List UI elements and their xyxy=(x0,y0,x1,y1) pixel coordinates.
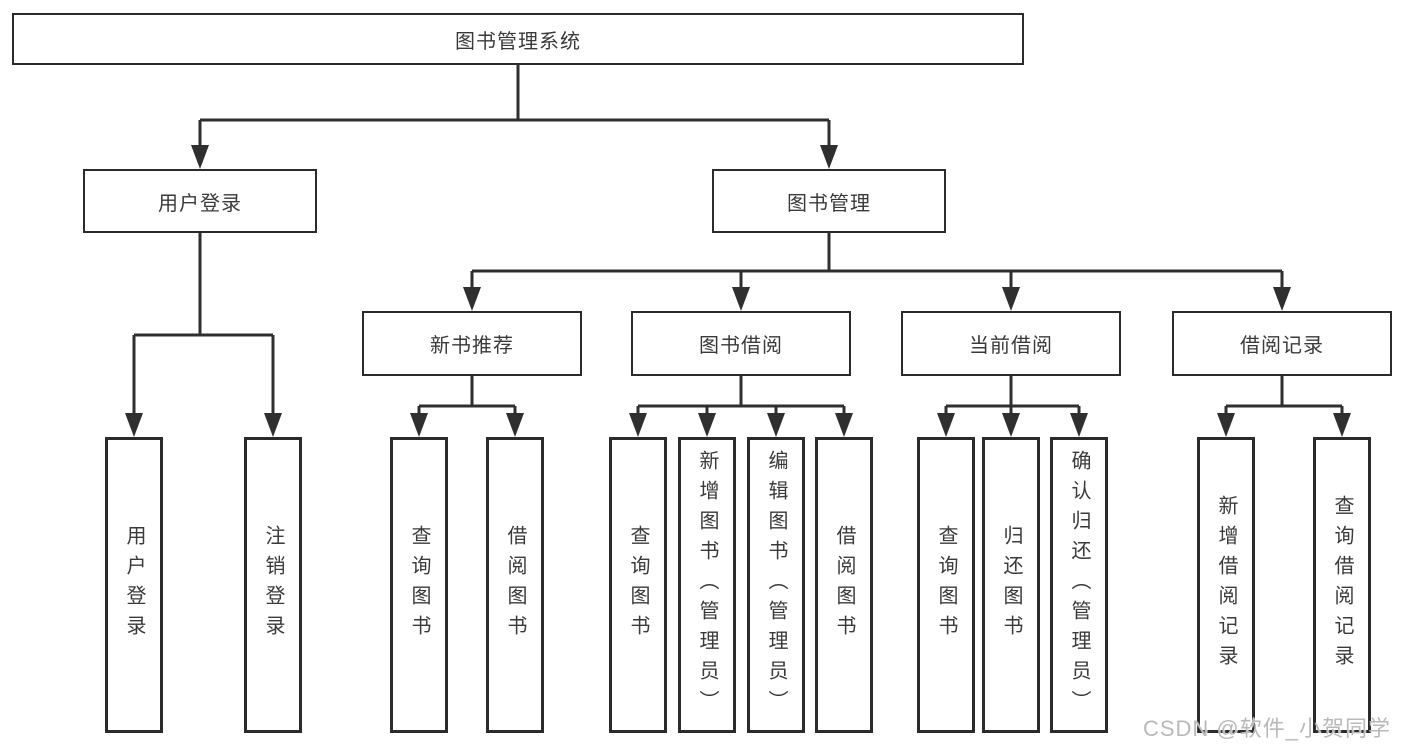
connectors-new-book-recommend xyxy=(410,376,524,437)
leaf-cb-return-books-label: 归还图书 xyxy=(1000,525,1022,645)
leaf-cb-query-books-label: 查询图书 xyxy=(935,525,957,645)
leaf-cb-query-books: 查询图书 xyxy=(917,437,975,733)
leaf-cb-confirm-return-admin-label: 确认归还（管理员） xyxy=(1068,450,1090,720)
node-user-login: 用户登录 xyxy=(83,169,317,233)
leaf-nb-query-books-label: 查询图书 xyxy=(408,525,430,645)
leaf-cb-return-books: 归还图书 xyxy=(982,437,1040,733)
leaf-user-login-label: 用户登录 xyxy=(123,525,145,645)
leaf-logout-label: 注销登录 xyxy=(262,525,284,645)
node-root-system: 图书管理系统 xyxy=(12,13,1024,65)
node-new-book-recommend-label: 新书推荐 xyxy=(430,335,514,357)
connectors-current-borrow xyxy=(937,376,1088,437)
leaf-bb-add-books-admin: 新增图书（管理员） xyxy=(678,437,736,733)
leaf-bb-edit-books-admin: 编辑图书（管理员） xyxy=(747,437,805,733)
node-book-management: 图书管理 xyxy=(712,169,946,233)
leaf-bb-borrow-books: 借阅图书 xyxy=(815,437,873,733)
leaf-br-query-record-label: 查询借阅记录 xyxy=(1331,495,1353,675)
node-book-management-label: 图书管理 xyxy=(787,192,871,215)
leaf-br-query-record: 查询借阅记录 xyxy=(1313,437,1371,733)
connectors-book-borrow xyxy=(629,376,853,437)
node-book-borrow-label: 图书借阅 xyxy=(699,335,783,357)
leaf-bb-borrow-books-label: 借阅图书 xyxy=(833,525,855,645)
leaf-bb-add-books-admin-label: 新增图书（管理员） xyxy=(696,450,718,720)
node-current-borrow: 当前借阅 xyxy=(901,311,1121,376)
leaf-nb-borrow-books-label: 借阅图书 xyxy=(504,525,526,645)
node-current-borrow-label: 当前借阅 xyxy=(969,335,1053,357)
node-user-login-label: 用户登录 xyxy=(158,192,242,215)
node-borrow-records: 借阅记录 xyxy=(1172,311,1392,376)
connectors-user-login xyxy=(125,233,282,437)
leaf-nb-borrow-books: 借阅图书 xyxy=(486,437,544,733)
leaf-cb-confirm-return-admin: 确认归还（管理员） xyxy=(1050,437,1108,733)
leaf-bb-query-books-label: 查询图书 xyxy=(627,525,649,645)
leaf-logout: 注销登录 xyxy=(244,437,302,733)
leaf-br-add-record-label: 新增借阅记录 xyxy=(1215,495,1237,675)
node-book-borrow: 图书借阅 xyxy=(631,311,851,376)
csdn-watermark: CSDN @软件_小贺同学 xyxy=(1142,716,1391,741)
connectors-borrow-records xyxy=(1217,376,1351,437)
connectors-book-management xyxy=(463,233,1291,311)
node-new-book-recommend: 新书推荐 xyxy=(362,311,582,376)
connectors-root xyxy=(191,65,838,169)
node-borrow-records-label: 借阅记录 xyxy=(1240,335,1324,357)
leaf-bb-edit-books-admin-label: 编辑图书（管理员） xyxy=(765,450,787,720)
leaf-bb-query-books: 查询图书 xyxy=(609,437,667,733)
node-root-label: 图书管理系统 xyxy=(455,30,581,53)
leaf-user-login: 用户登录 xyxy=(105,437,163,733)
leaf-nb-query-books: 查询图书 xyxy=(390,437,448,733)
leaf-br-add-record: 新增借阅记录 xyxy=(1197,437,1255,733)
